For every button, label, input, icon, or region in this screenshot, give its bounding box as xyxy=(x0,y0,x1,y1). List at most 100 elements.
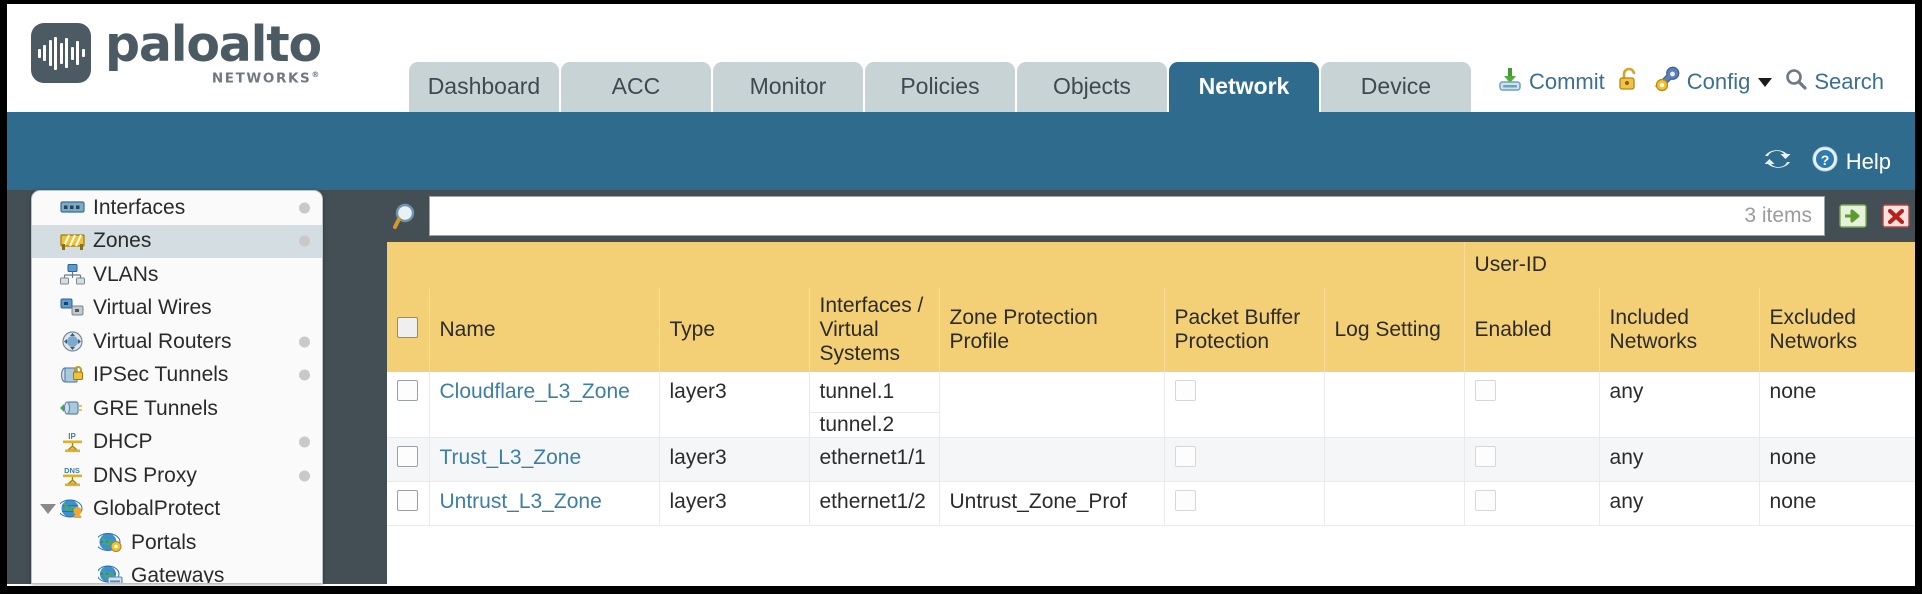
refresh-icon xyxy=(1764,147,1791,177)
column-header-user-id-included-networks[interactable]: Included Networks xyxy=(1599,288,1760,372)
sidebar-item-label: Interfaces xyxy=(93,195,186,219)
sidebar-item-label: GlobalProtect xyxy=(93,497,221,521)
column-header-interfaces-virtual-systems[interactable]: Interfaces / Virtual Systems xyxy=(809,288,940,372)
cell-interfaces: tunnel.1 tunnel.2 xyxy=(809,372,940,438)
tab-device[interactable]: Device xyxy=(1320,62,1471,112)
interface-entry: tunnel.1 xyxy=(809,372,939,413)
top-action-bar: Commit xyxy=(1497,66,1884,98)
sidebar-item-zones[interactable]: Zones xyxy=(32,224,322,258)
cell-interfaces: ethernet1/2 xyxy=(809,481,940,526)
row-select-checkbox[interactable] xyxy=(397,380,418,401)
column-header-log-setting[interactable]: Log Setting xyxy=(1324,288,1465,372)
row-select-cell xyxy=(387,481,430,526)
sidebar-item-ipsec-tunnels[interactable]: IPSec Tunnels xyxy=(32,359,322,393)
magnifier-icon[interactable] xyxy=(387,201,427,231)
zones-icon xyxy=(60,230,85,252)
sidebar-item-label: IPSec Tunnels xyxy=(93,363,229,387)
cell-type: layer3 xyxy=(659,372,810,438)
column-header-zone-protection-profile[interactable]: Zone Protection Profile xyxy=(939,288,1165,372)
sidebar-item-label: Virtual Routers xyxy=(93,329,232,353)
sidebar-item-dns-proxy[interactable]: DNS DNS Proxy xyxy=(32,459,322,493)
cell-type: layer3 xyxy=(659,481,810,526)
virtual-routers-icon xyxy=(60,331,85,353)
user-id-enabled-checkbox[interactable] xyxy=(1474,446,1496,467)
tab-acc[interactable]: ACC xyxy=(560,62,711,112)
sidebar-item-portals[interactable]: Portals xyxy=(32,526,322,560)
status-dot xyxy=(299,235,310,247)
filter-input[interactable]: 3 items xyxy=(429,196,1825,236)
dns-proxy-icon: DNS xyxy=(60,465,85,487)
zone-name-link[interactable]: Untrust_L3_Zone xyxy=(439,490,602,513)
zone-name-link[interactable]: Cloudflare_L3_Zone xyxy=(439,380,630,403)
refresh-button[interactable] xyxy=(1764,147,1791,177)
status-dot xyxy=(299,436,310,448)
cell-user-id-enabled xyxy=(1464,372,1600,438)
svg-text:?: ? xyxy=(1820,152,1829,168)
row-select-checkbox[interactable] xyxy=(397,490,418,511)
user-id-enabled-checkbox[interactable] xyxy=(1474,490,1496,511)
sidebar-item-label: VLANs xyxy=(93,262,159,286)
search-button[interactable]: Search xyxy=(1784,67,1884,97)
table-row[interactable]: Trust_L3_Zone layer3 ethernet1/1 xyxy=(387,437,1915,482)
apply-filter-button[interactable] xyxy=(1838,201,1868,231)
config-menu-button[interactable]: Config xyxy=(1653,66,1773,98)
column-header-type[interactable]: Type xyxy=(659,288,810,372)
sidebar-item-label: Zones xyxy=(93,229,152,253)
sidebar-item-interfaces[interactable]: Interfaces xyxy=(32,191,322,225)
tab-monitor[interactable]: Monitor xyxy=(712,62,863,112)
unlock-config-button[interactable] xyxy=(1617,66,1641,98)
tab-policies[interactable]: Policies xyxy=(864,62,1015,112)
ipsec-tunnels-icon xyxy=(60,364,85,386)
packet-buffer-protection-checkbox[interactable] xyxy=(1174,490,1196,511)
interface-entry: ethernet1/2 xyxy=(819,490,926,513)
commit-button[interactable]: Commit xyxy=(1497,66,1605,98)
zones-table-wrap[interactable]: User-ID Name Type Interfaces / Virtual S… xyxy=(387,242,1915,584)
column-header-packet-buffer-protection[interactable]: Packet Buffer Protection xyxy=(1164,288,1325,372)
sidebar-item-virtual-routers[interactable]: Virtual Routers xyxy=(32,325,322,359)
help-button[interactable]: ? Help xyxy=(1811,145,1891,179)
brand-name: paloalto xyxy=(105,16,322,73)
sidebar-item-gre-tunnels[interactable]: GRE Tunnels xyxy=(32,392,322,426)
paloalto-logo: paloalto NETWORKS® xyxy=(31,16,322,87)
network-sidebar: Interfaces Zones xyxy=(31,190,323,584)
status-dot xyxy=(299,202,310,214)
group-header-user-id: User-ID xyxy=(1464,242,1915,288)
tab-objects[interactable]: Objects xyxy=(1016,62,1167,112)
cell-included-networks: any xyxy=(1599,481,1760,526)
globalprotect-icon xyxy=(57,498,85,520)
band-actions: ? Help xyxy=(1764,145,1891,179)
gateways-icon xyxy=(96,565,123,583)
sidebar-item-virtual-wires[interactable]: Virtual Wires xyxy=(32,292,322,326)
sidebar-item-globalprotect[interactable]: GlobalProtect xyxy=(32,493,322,527)
column-header-name[interactable]: Name xyxy=(429,288,660,372)
row-select-checkbox[interactable] xyxy=(397,446,418,467)
tab-network[interactable]: Network xyxy=(1168,62,1319,112)
cell-zone-protection-profile xyxy=(939,372,1165,438)
search-icon xyxy=(1784,67,1808,97)
cell-interfaces: ethernet1/1 xyxy=(809,437,940,482)
column-header-user-id-excluded-networks[interactable]: Excluded Networks xyxy=(1759,288,1915,372)
packet-buffer-protection-checkbox[interactable] xyxy=(1174,446,1196,467)
sidebar-item-gateways[interactable]: Gateways xyxy=(32,560,322,584)
sidebar-item-label: DNS Proxy xyxy=(93,463,197,487)
table-row[interactable]: Cloudflare_L3_Zone layer3 tunnel.1 tunne… xyxy=(387,372,1915,438)
sidebar-item-vlans[interactable]: VLANs xyxy=(32,258,322,292)
clear-filter-button[interactable] xyxy=(1881,201,1911,231)
zone-name-link[interactable]: Trust_L3_Zone xyxy=(439,446,582,469)
tab-dashboard[interactable]: Dashboard xyxy=(408,62,559,112)
chevron-down-icon[interactable] xyxy=(40,504,56,515)
commit-icon xyxy=(1497,66,1523,98)
user-id-enabled-checkbox[interactable] xyxy=(1474,380,1496,401)
cell-name: Trust_L3_Zone xyxy=(429,437,660,482)
sidebar-item-label: Gateways xyxy=(131,564,225,584)
svg-text:IP: IP xyxy=(68,432,76,441)
column-header-user-id-enabled[interactable]: Enabled xyxy=(1464,288,1600,372)
cell-packet-buffer-protection xyxy=(1164,372,1325,438)
sidebar-item-label: Portals xyxy=(131,530,197,554)
interface-entry: tunnel.2 xyxy=(819,413,895,436)
packet-buffer-protection-checkbox[interactable] xyxy=(1174,380,1196,401)
brand-tagline: NETWORKS® xyxy=(211,70,321,87)
table-row[interactable]: Untrust_L3_Zone layer3 ethernet1/2 Untru… xyxy=(387,481,1915,526)
sidebar-item-dhcp[interactable]: IP DHCP xyxy=(32,426,322,460)
select-all-checkbox[interactable] xyxy=(397,316,418,338)
